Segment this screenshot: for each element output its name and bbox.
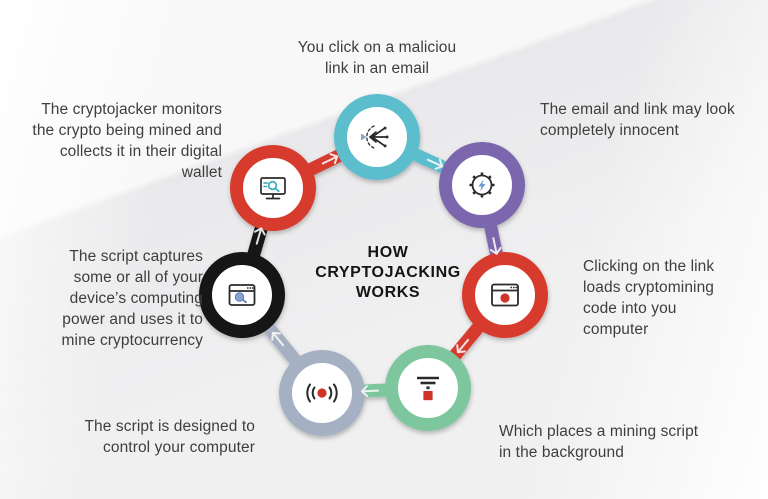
label-script-controls-computer: The script is designed to control your c… <box>84 418 255 456</box>
payload-dot <box>500 293 510 303</box>
browser-dot-icon <box>491 283 519 307</box>
script-browser-dot-b <box>249 287 252 289</box>
click-dot-3 <box>383 144 387 148</box>
browser-dot-c <box>515 286 518 289</box>
broadcast-dot <box>317 388 327 398</box>
arrow-to-bottomright-icon <box>456 338 470 354</box>
broadcast-arc-right-inner <box>328 386 333 400</box>
broadcast-arc-right-outer <box>333 383 338 403</box>
browser-window <box>491 283 519 307</box>
click-dot-2 <box>385 135 389 139</box>
label-click-malicious-link: You click on a maliciou link in an email <box>297 39 457 77</box>
signal-nub <box>426 386 430 390</box>
arrow-to-top-icon <box>321 153 339 165</box>
broadcast-arc-left-inner <box>311 386 316 400</box>
browser-search-icon <box>228 284 256 306</box>
click-dot-1 <box>383 126 387 130</box>
signal-square-icon <box>417 376 439 401</box>
magnifier-handle <box>242 299 248 304</box>
flow-arrows <box>254 153 502 398</box>
label-innocent-looking-email: The email and link may look completely i… <box>540 101 735 139</box>
arrow-to-left-icon <box>271 331 285 347</box>
arrow-to-topleft-icon <box>254 227 266 245</box>
ring-left-black <box>199 252 285 338</box>
browser-dot-a <box>510 286 513 289</box>
arrow-to-right-icon <box>489 237 502 255</box>
click-icon <box>361 125 389 149</box>
click-rays <box>371 127 388 147</box>
ring-right-red <box>462 252 548 338</box>
ring-bottomleft-gray <box>279 350 365 436</box>
script-browser-window <box>228 284 256 306</box>
arrow-to-topright-icon <box>426 158 444 170</box>
click-dashed-arc <box>366 125 375 149</box>
mining-square <box>423 391 433 401</box>
gear-teeth <box>469 172 495 198</box>
monitor-screen-search <box>263 180 280 192</box>
label-collects-mined-crypto: The cryptojacker monitors the crypto bei… <box>32 101 222 181</box>
ring-bottomright-green <box>385 345 471 431</box>
click-cursor-triangle <box>361 133 367 141</box>
monitor-search-icon <box>260 177 286 200</box>
gear-bolt-icon <box>469 172 495 198</box>
node-inner-topleft <box>242 157 304 219</box>
ring-topleft-red <box>230 145 316 231</box>
script-browser-dot-c <box>251 287 254 289</box>
click-arrowhead <box>368 131 377 143</box>
browser-dot-b <box>512 286 515 289</box>
label-places-mining-script: Which places a mining script in the back… <box>499 423 699 461</box>
diagram-title: HOW CRYPTOJACKING WORKS <box>315 244 461 301</box>
script-browser-dot-a <box>246 287 249 289</box>
label-captures-computing-power: The script captures some or all of your … <box>61 248 203 349</box>
magnifier-lens <box>234 292 245 302</box>
broadcast-icon <box>306 383 338 403</box>
label-loads-cryptomining-code: Clicking on the link loads cryptomining … <box>583 258 715 338</box>
arrow-to-bottomleft-icon <box>361 385 379 398</box>
ring-top-teal <box>334 94 420 180</box>
ring-topright-purple <box>439 142 525 228</box>
broadcast-arc-left-outer <box>306 383 311 403</box>
monitor-stand <box>265 193 281 200</box>
lightning-bolt <box>478 179 486 192</box>
